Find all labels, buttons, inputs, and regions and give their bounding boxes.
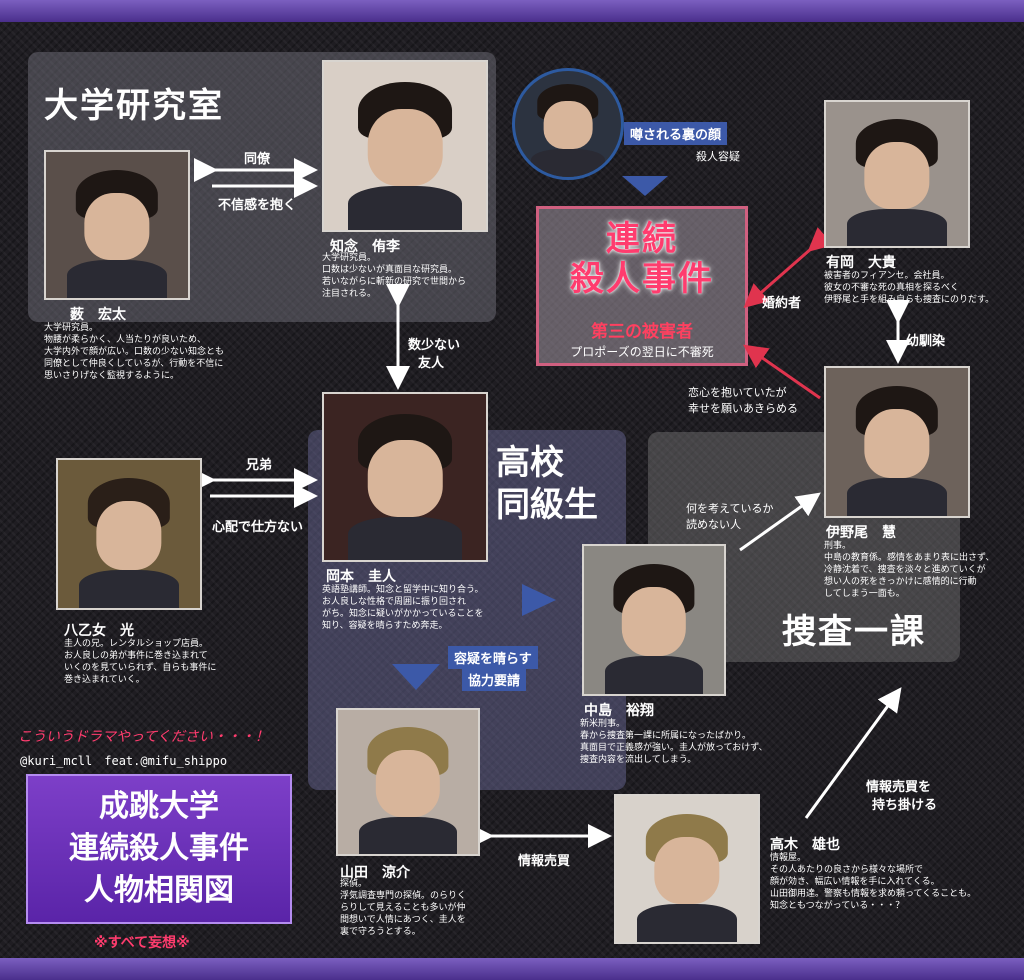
okamoto-name: 岡本 圭人: [326, 569, 396, 585]
yabu-name: 薮 宏太: [70, 307, 126, 323]
mystery-portrait: [512, 68, 624, 180]
inoo-portrait: [824, 366, 970, 518]
arrow-mystery-incident: [622, 176, 668, 196]
label-sukunai-2: 友人: [418, 356, 445, 371]
arioka-name: 有岡 大貴: [826, 255, 896, 271]
label-nani-1: 何を考えているか: [686, 502, 774, 515]
label-renai-2: 幸せを願いあきらめる: [688, 402, 798, 415]
arrow-okamoto-nakajima: [522, 584, 556, 616]
arrow-inoo-incident: [743, 344, 821, 400]
label-yougi-2: 協力要請: [462, 668, 527, 691]
arrow-nakajima-inoo: [739, 492, 821, 552]
okamoto-description: 英語塾講師。知念と留学中に知り合う。 お人良しな性格で周囲に振り回され がち。知…: [322, 585, 484, 631]
tagline: こういうドラマやってください・・・！: [18, 729, 269, 745]
label-satsujin-yougi: 殺人容疑: [696, 150, 740, 163]
arioka-description: 被害者のフィアンセ。会社員。 彼女の不審な死の真相を探るべく 伊野尾と手を組み自…: [824, 271, 995, 305]
takaki-description: 情報屋。 その人あたりの良さから様々な場所で 顔が効き、幅広い情報を手に入れてく…: [770, 853, 977, 911]
yabu-portrait: [44, 150, 190, 300]
okamoto-portrait: [322, 392, 488, 562]
takaki-portrait: [614, 794, 760, 944]
arrow-okamoto-yamada: [392, 664, 440, 690]
label-jouhou-2: 持ち掛ける: [872, 798, 938, 813]
label-uwasa: 噂される裏の顔: [624, 122, 728, 145]
label-fushinkan: 不信感を抱く: [218, 198, 297, 213]
arrow-takaki-police: [804, 687, 902, 819]
label-yougi-1: 容疑を晴らす: [448, 646, 538, 669]
takaki-name: 高木 雄也: [770, 837, 840, 853]
nakajima-portrait: [582, 544, 726, 696]
arioka-portrait: [824, 100, 970, 248]
chinen-description: 大学研究員。 口数は少ないが真面目な研究員。 若いながらに斬新の研究で世間から …: [322, 253, 467, 299]
title-line2: 連続殺人事件: [69, 831, 249, 866]
label-konyakusha: 婚約者: [762, 296, 802, 311]
incident-box: 連続 殺人事件 第三の被害者 プロポーズの翌日に不審死: [536, 206, 748, 366]
police-title: 捜査一課: [782, 612, 926, 652]
bottom-frame-bar: [0, 958, 1024, 980]
yamada-name: 山田 涼介: [340, 865, 410, 881]
label-douryou: 同僚: [244, 152, 271, 167]
title-line3: 人物相関図: [84, 873, 234, 908]
yaotome-portrait: [56, 458, 202, 610]
inoo-description: 刑事。 中島の教育係。感情をあまり表に出さず、 冷静沈着で、捜査を淡々と進めてい…: [824, 541, 995, 599]
incident-title: 連続 殺人事件: [539, 219, 745, 299]
highschool-title: 高校 同級生: [496, 443, 598, 525]
label-jouhou-baibai: 情報売買: [518, 854, 571, 869]
incident-victim: 第三の被害者: [591, 322, 693, 342]
chinen-name: 知念 侑李: [330, 239, 400, 255]
top-frame-bar: [0, 0, 1024, 22]
arrow-arioka-incident: [743, 227, 834, 308]
nakajima-name: 中島 裕翔: [584, 703, 654, 719]
inoo-name: 伊野尾 慧: [826, 525, 896, 541]
label-shinpai: 心配で仕方ない: [212, 520, 304, 535]
university-lab-title: 大学研究室: [44, 86, 224, 126]
nakajima-description: 新米刑事。 春から捜査第一課に所属になったばかり。 真面目で正義感が強い。圭人が…: [580, 719, 768, 765]
yaotome-name: 八乙女 光: [64, 623, 134, 639]
label-renai-1: 恋心を抱いていたが: [688, 386, 787, 399]
yabu-description: 大学研究員。 物腰が柔らかく、人当たりが良いため、 大学内外で顔が広い。口数の少…: [44, 323, 225, 381]
yamada-portrait: [336, 708, 480, 856]
label-osananajimi: 幼馴染: [906, 334, 946, 349]
yamada-description: 探偵。 浮気調査専門の探偵。のらりく らりして見えることも多いが仲 間想いで人情…: [340, 879, 467, 937]
twitter-credit: @kuri_mcll feat.@mifu_shippo: [20, 754, 228, 768]
disclaimer: ※すべて妄想※: [94, 935, 190, 951]
incident-note: プロポーズの翌日に不審死: [570, 345, 714, 359]
yaotome-description: 圭人の兄。レンタルショップ店員。 お人良しの弟が事件に巻き込まれて いくのを見て…: [64, 639, 217, 685]
label-nani-2: 読めない人: [686, 518, 741, 531]
label-jouhou-1: 情報売買を: [866, 780, 932, 795]
chinen-portrait: [322, 60, 488, 232]
incident-title-line2: 殺人事件: [570, 259, 714, 299]
label-sukunai-1: 数少ない: [408, 338, 461, 353]
incident-title-line1: 連続: [606, 219, 678, 259]
main-title-box: 成跳大学 連続殺人事件 人物相関図: [26, 774, 292, 924]
title-line1: 成跳大学: [99, 789, 219, 824]
label-kyoudai: 兄弟: [246, 458, 273, 473]
